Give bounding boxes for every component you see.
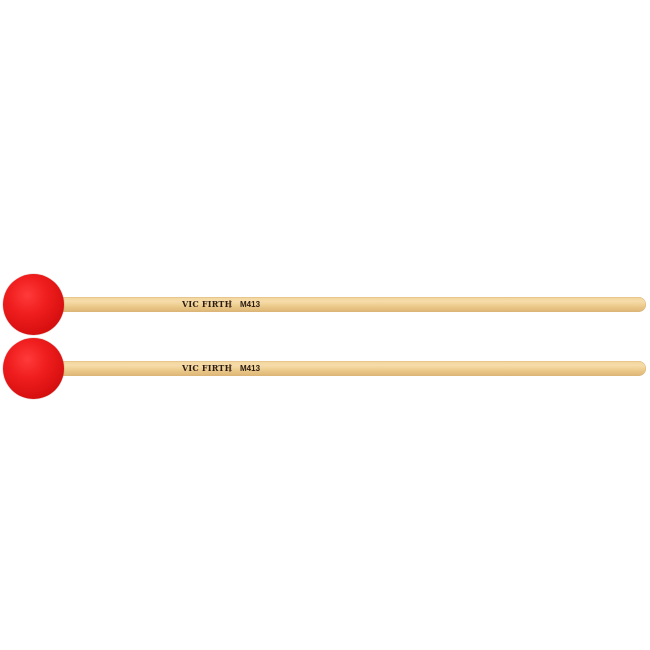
mallet-head (3, 338, 64, 399)
model-number: M413 (240, 364, 261, 373)
brand-logo-text: VIC FIRTH (182, 363, 233, 373)
mallet-head (3, 274, 64, 335)
mallet-bottom: VIC FIRTH M413 (0, 335, 650, 405)
mallet-shaft: VIC FIRTH M413 (52, 297, 646, 312)
brand-logo-text: VIC FIRTH (182, 299, 233, 309)
mallet-shaft: VIC FIRTH M413 (52, 361, 646, 376)
model-number: M413 (240, 300, 261, 309)
mallet-top: VIC FIRTH M413 (0, 271, 650, 341)
shaft-marking (229, 364, 231, 372)
shaft-marking (229, 300, 231, 308)
